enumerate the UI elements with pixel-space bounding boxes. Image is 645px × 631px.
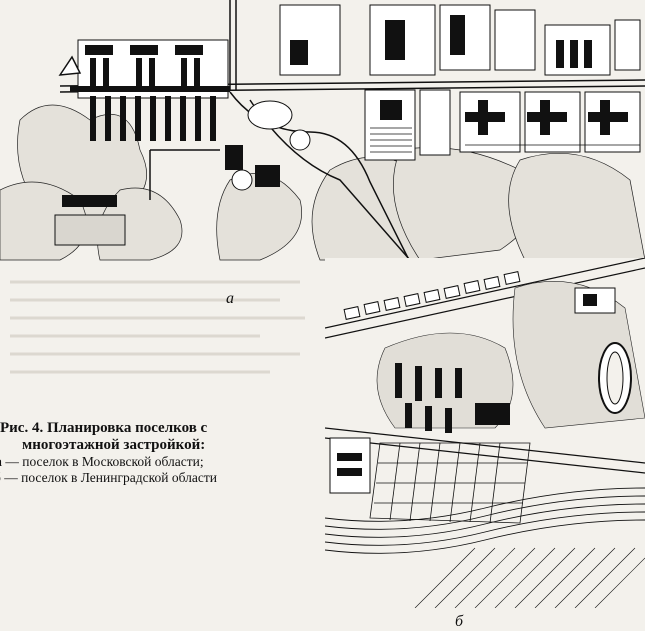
residential-blocks-a: [58, 39, 230, 141]
caption-title-line2: многоэтажной застройкой:: [22, 437, 206, 453]
house-row-b: [343, 271, 521, 320]
hatched-field-b: [414, 547, 645, 608]
caption-title-line1: Рис. 4. Планировка поселков с: [0, 420, 208, 436]
figure-caption: Рис. 4. Планировка поселков с многоэтажн…: [0, 420, 300, 486]
hatched-parking-a: [370, 127, 640, 153]
caption-item-a: а — поселок в Московской области;: [0, 454, 204, 469]
cottage-grid-b: [369, 442, 531, 524]
plan-b-label: б: [455, 613, 464, 630]
river-b: [325, 487, 645, 554]
stadium-b: [598, 342, 632, 414]
bleed-through-text: [10, 280, 305, 374]
residential-core-b: [395, 363, 510, 433]
roads-b: [325, 258, 645, 474]
plan-a-moscow-village: [0, 0, 645, 262]
plan-a-label: а: [226, 290, 234, 307]
industrial-block-b: [329, 437, 371, 494]
lower-left-block-a: [54, 195, 126, 246]
caption-item-b: б — поселок в Ленинградской области: [0, 470, 217, 485]
central-cluster-a: [225, 4, 341, 191]
plan-b-leningrad-village: [325, 258, 645, 608]
north-arrow-icon: [58, 55, 82, 76]
